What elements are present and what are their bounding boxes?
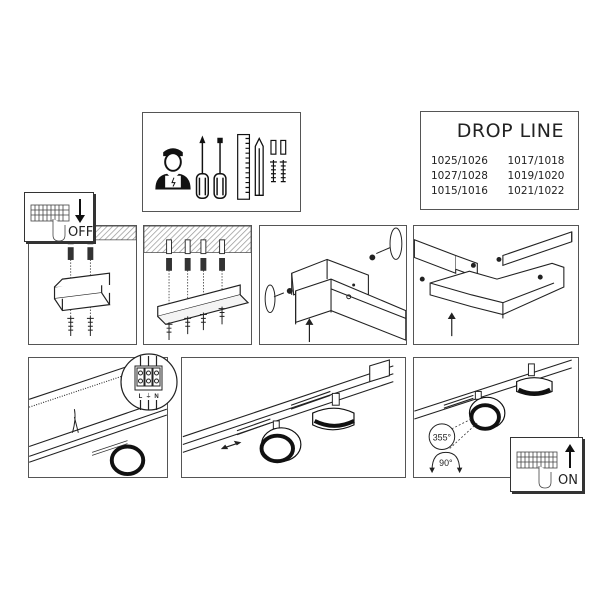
rotation-355-label: 355° [433, 433, 451, 443]
step-3-panel [259, 225, 407, 345]
track-profile-icon [414, 359, 572, 420]
phillips-screwdriver-icon [195, 135, 210, 199]
step-1-illustration [29, 226, 136, 337]
off-label: OFF [68, 225, 94, 240]
step-2-illustration [144, 226, 251, 340]
breaker-panel-icon [30, 199, 85, 242]
rotation-355-icon [428, 423, 456, 450]
step-4-illustration [414, 231, 573, 337]
wire-icon [71, 409, 79, 433]
rotation-90-label: 90° [439, 458, 452, 468]
tools-panel [142, 112, 301, 212]
up-arrow-icon [565, 444, 575, 468]
pencil-icon [254, 137, 264, 196]
corner-connector-icon [414, 231, 573, 319]
screw-icon [286, 254, 376, 294]
hand-icon [52, 219, 66, 242]
down-arrow-icon [75, 199, 85, 223]
model-code: 1021/1022 [507, 185, 565, 197]
model-code: 1015/1016 [431, 185, 488, 197]
bracket-icon [157, 284, 250, 325]
wall-plug-icon [270, 139, 287, 155]
bracket-icon [53, 272, 111, 312]
breaker-off-box: OFF [24, 192, 94, 242]
up-arrow-icon [305, 318, 314, 343]
spotlight-icon [468, 390, 506, 431]
breaker-panel-icon [516, 444, 575, 489]
step-2-panel [143, 225, 252, 345]
tools-illustration [155, 133, 287, 200]
spotlight-icon [516, 363, 553, 396]
screw-icon [419, 256, 543, 282]
breaker-on-box: ON [510, 437, 583, 492]
product-title-box: DROP LINE 1025/1026 1017/1018 1027/1028 … [420, 111, 579, 210]
model-code: 1019/1020 [507, 170, 565, 182]
rotation-90-icon [429, 451, 463, 474]
spotlight-icon [259, 420, 302, 464]
on-label: ON [558, 473, 578, 488]
model-code: 1017/1018 [507, 155, 565, 167]
screw-icon [270, 160, 287, 183]
spotlight-icon [312, 392, 355, 431]
step-5-illustration [29, 359, 167, 477]
step-7-panel: 355° 90° [413, 357, 579, 478]
step-1-panel [28, 225, 137, 345]
model-code: 1025/1026 [431, 155, 488, 167]
product-title: DROP LINE [456, 120, 564, 142]
track-profile-icon [291, 258, 406, 341]
step-6-panel [181, 357, 406, 478]
model-codes: 1025/1026 1017/1018 1027/1028 1019/1020 … [431, 155, 576, 197]
track-profile-icon [182, 359, 394, 453]
installer-person-icon [155, 148, 191, 190]
hand-icon [538, 466, 552, 489]
step-7-illustration: 355° 90° [414, 359, 572, 474]
wall-plug-icon [166, 239, 225, 271]
rotate-arrow-icon [264, 227, 403, 314]
step-3-illustration [264, 227, 406, 343]
spotlight-icon [91, 440, 146, 477]
screw-icon [67, 316, 94, 337]
flathead-screwdriver-icon [213, 137, 227, 199]
slide-arrow-icon [220, 440, 242, 450]
step-5-panel [28, 357, 168, 478]
step-4-panel [413, 225, 579, 345]
ruler-icon [237, 133, 251, 200]
step-6-illustration [182, 359, 394, 464]
screw-icon [165, 306, 226, 340]
track-profile-icon [29, 359, 167, 463]
up-arrow-icon [447, 312, 456, 337]
model-code: 1027/1028 [431, 170, 488, 182]
